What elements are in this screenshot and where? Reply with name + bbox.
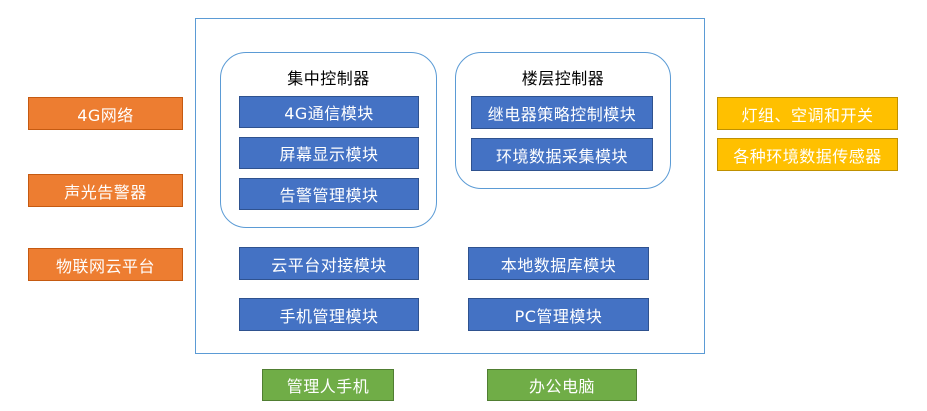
module-alarm-management: 告警管理模块 bbox=[239, 178, 419, 210]
peripheral-lights-ac-switches: 灯组、空调和开关 bbox=[717, 97, 898, 130]
module-local-database: 本地数据库模块 bbox=[468, 247, 649, 280]
device-4g-network: 4G网络 bbox=[28, 97, 183, 130]
device-iot-cloud-platform: 物联网云平台 bbox=[28, 248, 183, 281]
system-boundary bbox=[195, 18, 705, 354]
client-manager-phone: 管理人手机 bbox=[262, 369, 394, 401]
central-controller-title: 集中控制器 bbox=[287, 69, 370, 88]
module-env-data-collection: 环境数据采集模块 bbox=[471, 138, 653, 171]
module-cloud-integration: 云平台对接模块 bbox=[239, 247, 419, 280]
module-4g-communication: 4G通信模块 bbox=[239, 96, 419, 128]
client-office-pc: 办公电脑 bbox=[487, 369, 637, 401]
peripheral-env-sensors: 各种环境数据传感器 bbox=[717, 138, 898, 171]
floor-controller-title: 楼层控制器 bbox=[521, 69, 605, 88]
module-screen-display: 屏幕显示模块 bbox=[239, 137, 419, 169]
device-alarm: 声光告警器 bbox=[28, 174, 183, 207]
module-mobile-management: 手机管理模块 bbox=[239, 298, 419, 331]
module-relay-strategy-control: 继电器策略控制模块 bbox=[471, 96, 653, 129]
module-pc-management: PC管理模块 bbox=[468, 298, 649, 331]
